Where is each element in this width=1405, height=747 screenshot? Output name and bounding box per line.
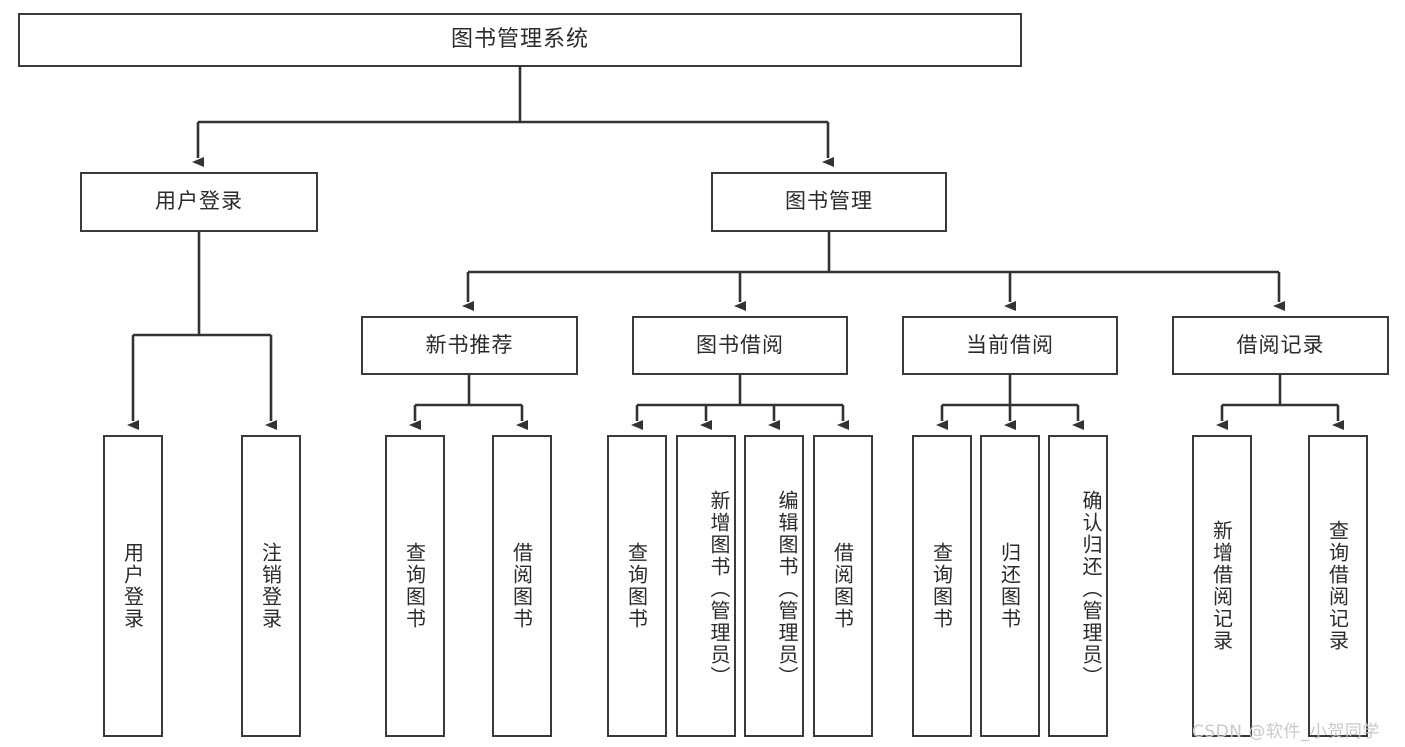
node-label: 归还图书	[997, 542, 1022, 630]
node-leaf-query-record[interactable]: 查询借阅记录	[1308, 435, 1368, 737]
node-label: 用户登录	[120, 542, 145, 630]
node-user-login[interactable]: 用户登录	[80, 172, 318, 232]
node-label: 图书借阅	[696, 332, 784, 357]
node-label: 新书推荐	[425, 332, 514, 357]
node-new-book-recommend[interactable]: 新书推荐	[361, 316, 578, 375]
node-book-manage[interactable]: 图书管理	[711, 172, 947, 232]
node-current-borrow[interactable]: 当前借阅	[902, 316, 1118, 375]
node-leaf-add-book[interactable]: 新增图书（管理员）	[676, 435, 736, 737]
node-leaf-borrow-book-1[interactable]: 借阅图书	[492, 435, 552, 737]
node-label: 借阅记录	[1236, 332, 1325, 357]
node-leaf-edit-book[interactable]: 编辑图书（管理员）	[744, 435, 804, 737]
node-leaf-query-book-1[interactable]: 查询图书	[385, 435, 445, 737]
csdn-watermark: CSDN @软件_小贺同学	[1192, 722, 1380, 742]
node-leaf-user-login[interactable]: 用户登录	[103, 435, 163, 737]
node-label: 注销登录	[258, 542, 283, 630]
node-leaf-return-book[interactable]: 归还图书	[980, 435, 1040, 737]
node-label: 查询图书	[624, 542, 649, 630]
node-leaf-add-record[interactable]: 新增借阅记录	[1192, 435, 1252, 737]
node-leaf-query-book-3[interactable]: 查询图书	[912, 435, 972, 737]
node-label: 查询图书	[929, 542, 954, 630]
node-label: 当前借阅	[966, 332, 1054, 357]
node-leaf-confirm-return[interactable]: 确认归还（管理员）	[1048, 435, 1108, 737]
node-label: 编辑图书（管理员）	[775, 490, 799, 688]
node-label: 确认归还（管理员）	[1079, 490, 1103, 688]
node-label: 图书管理系统	[450, 26, 589, 52]
node-label: 图书管理	[785, 189, 873, 214]
node-label: 用户登录	[155, 189, 243, 214]
node-label: 新增借阅记录	[1209, 520, 1234, 652]
node-label: 查询借阅记录	[1325, 520, 1350, 652]
node-leaf-logout-login[interactable]: 注销登录	[241, 435, 301, 737]
node-book-borrow[interactable]: 图书借阅	[632, 316, 848, 375]
node-label: 查询图书	[402, 542, 427, 630]
node-borrow-record[interactable]: 借阅记录	[1172, 316, 1389, 375]
node-label: 新增图书（管理员）	[707, 490, 731, 688]
node-label: 借阅图书	[509, 542, 534, 630]
node-root-system[interactable]: 图书管理系统	[18, 13, 1022, 67]
node-label: 借阅图书	[830, 542, 855, 630]
node-leaf-query-book-2[interactable]: 查询图书	[607, 435, 667, 737]
node-leaf-borrow-book-2[interactable]: 借阅图书	[813, 435, 873, 737]
